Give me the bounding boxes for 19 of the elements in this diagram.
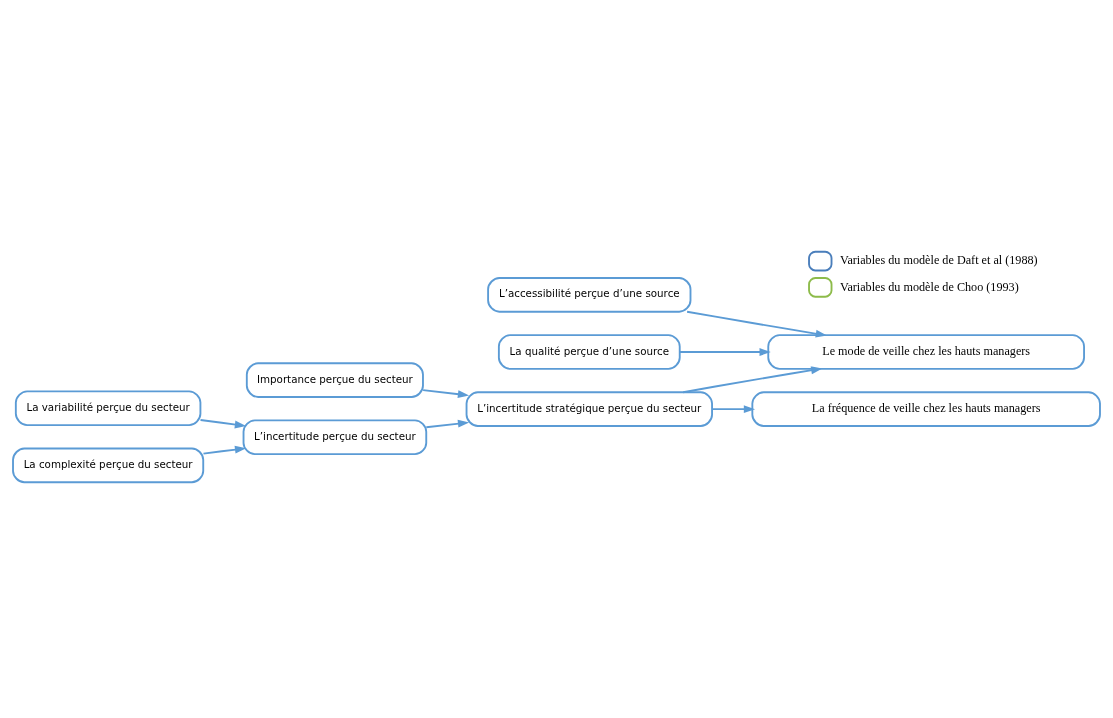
arrow xyxy=(422,388,470,398)
node-box: Importance perçue du secteur xyxy=(245,361,424,398)
arrow xyxy=(686,310,827,338)
node-box: La qualité perçue d’une source xyxy=(497,333,681,370)
arrow xyxy=(199,418,247,428)
arrow xyxy=(679,347,771,356)
arrow xyxy=(711,404,756,413)
arrow xyxy=(682,365,823,393)
node-box: L’incertitude stratégique perçue du secteur xyxy=(465,390,713,427)
node-box: La fréquence de veille chez les hauts managers xyxy=(751,390,1101,427)
node-box: L’accessibilité perçue d’une source xyxy=(487,276,692,313)
arrow xyxy=(425,419,470,428)
legend-label: Variables du modèle de Daft et al (1988) xyxy=(839,252,1038,267)
legend-label: Variables du modèle de Choo (1993) xyxy=(839,279,1019,294)
arrow xyxy=(202,445,247,455)
node-box: L’incertitude perçue du secteur xyxy=(242,418,428,455)
node-box: La complexité perçue du secteur xyxy=(12,447,205,483)
node-box: La variabilité perçue du secteur xyxy=(14,389,202,426)
node-box: Le mode de veille chez les hauts managers xyxy=(767,333,1085,370)
